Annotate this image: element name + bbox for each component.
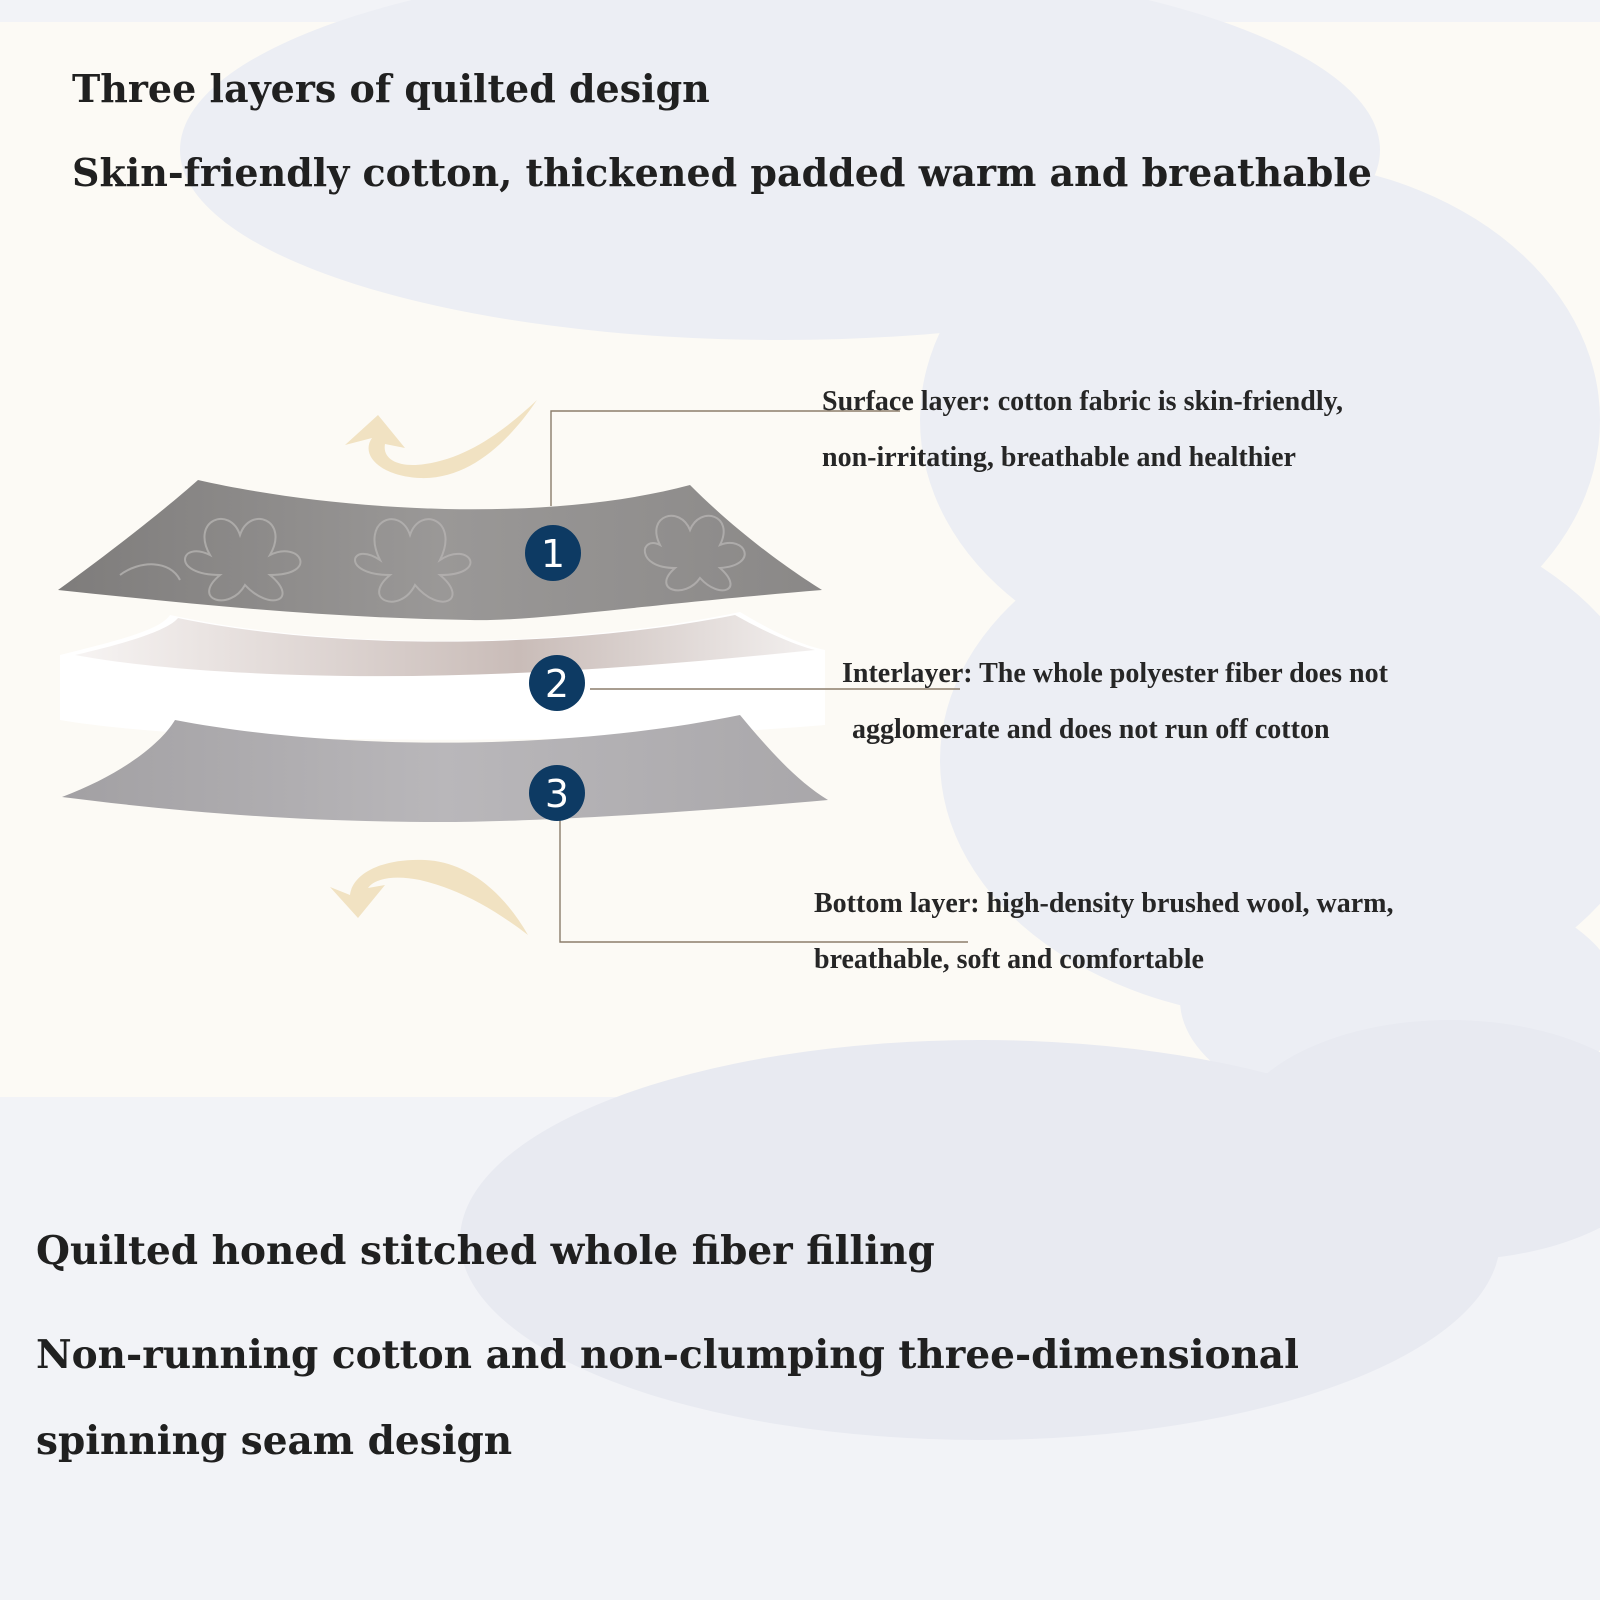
badge-2-label: 2 xyxy=(545,662,569,706)
surface-layer-callout: Surface layer: cotton fabric is skin-fri… xyxy=(822,374,1343,486)
bottom-layer-line-1: Bottom layer: high-density brushed wool,… xyxy=(814,888,1394,919)
footer-title: Quilted honed stitched whole fiber filli… xyxy=(36,1228,935,1274)
badge-3-label: 3 xyxy=(545,772,569,816)
bottom-layer-shape xyxy=(62,715,828,822)
badge-1: 1 xyxy=(525,525,581,581)
quilted-pattern xyxy=(119,514,746,603)
badge-3: 3 xyxy=(529,765,585,821)
arrow-up-curved-icon xyxy=(330,859,528,935)
page-subtitle: Skin-friendly cotton, thickened padded w… xyxy=(72,150,1372,195)
interlayer-callout: Interlayer: The whole polyester fiber do… xyxy=(842,646,1388,758)
interlayer-line-1: Interlayer: The whole polyester fiber do… xyxy=(842,658,1388,689)
arrow-down-curved-icon xyxy=(345,400,537,479)
footer-body: Non-running cotton and non-clumping thre… xyxy=(36,1312,1299,1484)
page-title: Three layers of quilted design xyxy=(72,66,710,111)
badge-1-label: 1 xyxy=(541,532,565,576)
surface-layer-shape xyxy=(58,480,822,621)
leader-lines xyxy=(550,410,968,943)
interlayer-line-2: agglomerate and does not run off cotton xyxy=(852,714,1330,745)
badge-2: 2 xyxy=(529,655,585,711)
surface-layer-line-2: non-irritating, breathable and healthier xyxy=(822,442,1296,473)
footer-line-1: Non-running cotton and non-clumping thre… xyxy=(36,1332,1299,1378)
surface-layer-line-1: Surface layer: cotton fabric is skin-fri… xyxy=(822,386,1344,417)
footer-line-2: spinning seam design xyxy=(36,1418,513,1464)
bottom-layer-callout: Bottom layer: high-density brushed wool,… xyxy=(814,876,1393,988)
bottom-layer-line-2: breathable, soft and comfortable xyxy=(814,944,1204,975)
